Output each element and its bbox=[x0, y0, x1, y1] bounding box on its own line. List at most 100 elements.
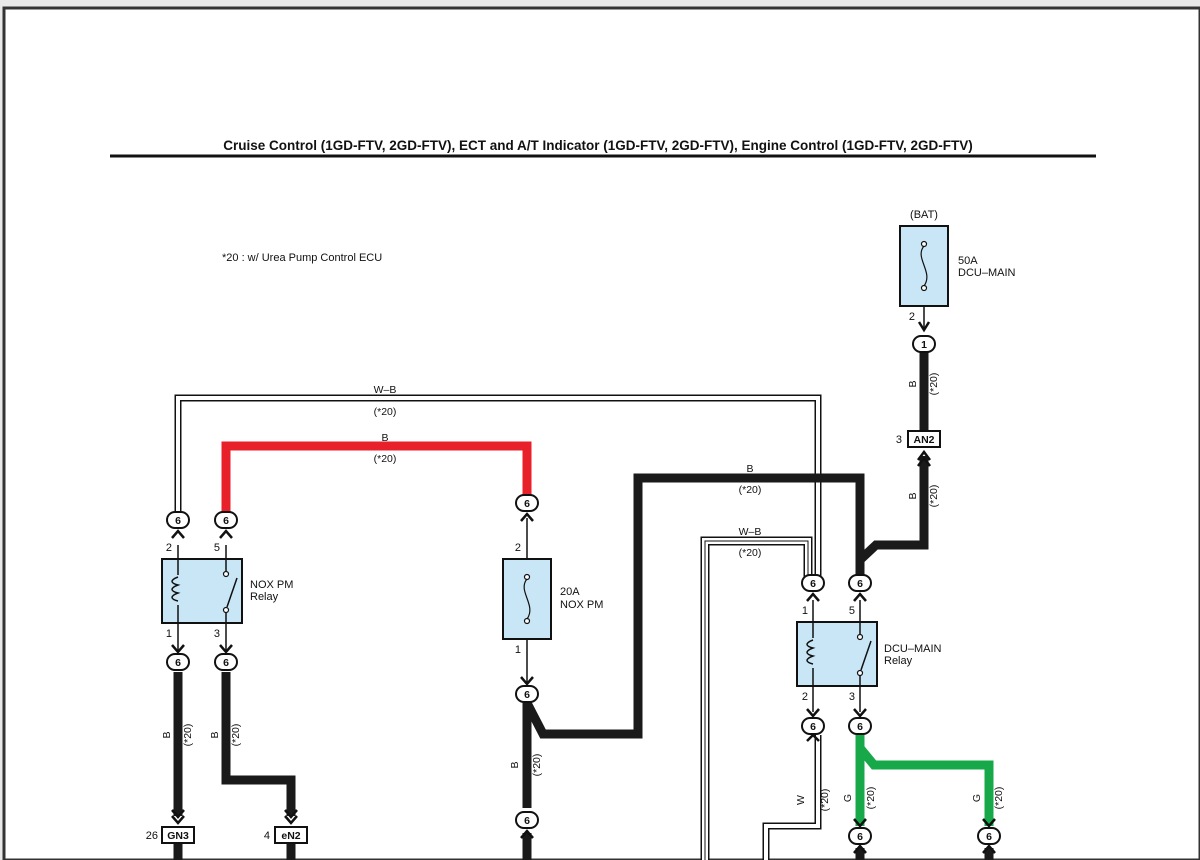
connector-an2-pin: 3 bbox=[896, 434, 902, 446]
relay-nox-pin-1: 1 bbox=[166, 628, 172, 640]
svg-text:6: 6 bbox=[857, 831, 863, 843]
connector-arrows bbox=[171, 512, 996, 854]
connector-6-dcu-relay-3: 6 bbox=[848, 717, 872, 735]
connector-6-nox-relay-5: 6 bbox=[214, 511, 238, 529]
wire-b-an2-option: (*20) bbox=[928, 485, 940, 508]
fuse-nox-pin-1: 1 bbox=[515, 644, 521, 656]
connector-6-nox-lower: 6 bbox=[515, 811, 539, 829]
connector-6-dcu-relay-1: 6 bbox=[801, 574, 825, 592]
relay-dcu-pin-3: 3 bbox=[849, 691, 855, 703]
sheet bbox=[2, 6, 1200, 860]
svg-text:6: 6 bbox=[524, 815, 530, 827]
wire-b-fuse-label: B bbox=[907, 380, 919, 387]
connector-6-green-right: 6 bbox=[977, 827, 1001, 845]
fuse-nox-pm bbox=[502, 518, 552, 684]
wire-b-en2-label: B bbox=[209, 731, 221, 738]
connector-6-dcu-relay-5: 6 bbox=[848, 574, 872, 592]
relay-nox-pin-3: 3 bbox=[214, 628, 220, 640]
wire-b-gn3-label: B bbox=[161, 731, 173, 738]
connector-6-nox-fuse-bottom: 6 bbox=[515, 685, 539, 703]
wire-wb-middle bbox=[700, 536, 813, 860]
fuse-dcu-main-name: DCU–MAIN bbox=[958, 267, 1016, 279]
wire-b-red-option: (*20) bbox=[374, 453, 397, 465]
wire-wb-middle-label: W–B bbox=[739, 526, 762, 538]
svg-text:6: 6 bbox=[810, 721, 816, 733]
wire-b-red-label: B bbox=[381, 432, 388, 444]
wire-wb-top-option: (*20) bbox=[374, 406, 397, 418]
svg-text:6: 6 bbox=[223, 515, 229, 527]
connector-an2: AN2 bbox=[907, 430, 941, 448]
fuse-nox-pm-name: NOX PM bbox=[560, 599, 603, 611]
connector-en2: eN2 bbox=[274, 826, 308, 844]
fuse-nox-pm-rating: 20A bbox=[560, 586, 580, 598]
wire-wb-middle-option: (*20) bbox=[739, 547, 762, 559]
wire-b-nox-to-dcu bbox=[523, 473, 865, 739]
svg-text:6: 6 bbox=[986, 831, 992, 843]
svg-text:eN2: eN2 bbox=[281, 830, 300, 842]
svg-text:6: 6 bbox=[857, 721, 863, 733]
wire-wb-top bbox=[174, 394, 822, 577]
wire-b-an2-label: B bbox=[907, 492, 919, 499]
connector-en2-pin: 4 bbox=[264, 830, 270, 842]
relay-nox-pm bbox=[161, 545, 243, 650]
wire-b-nox-to-dcu-label: B bbox=[746, 463, 753, 475]
connector-6-nox-relay-2: 6 bbox=[166, 511, 190, 529]
wire-wb-top-label: W–B bbox=[374, 384, 397, 396]
wire-b-gn3-option: (*20) bbox=[182, 724, 194, 747]
relay-dcu-pin-1: 1 bbox=[802, 605, 808, 617]
fuse-dcu-main-pin: 2 bbox=[909, 311, 915, 323]
svg-text:6: 6 bbox=[175, 657, 181, 669]
svg-text:AN2: AN2 bbox=[913, 434, 934, 446]
arrow-an2 bbox=[917, 449, 931, 467]
wire-b-to-en2 bbox=[221, 672, 296, 816]
wire-g-left-label: G bbox=[842, 794, 854, 802]
relay-nox-pm-name-2: Relay bbox=[250, 591, 279, 603]
relay-dcu-main-name-2: Relay bbox=[884, 655, 913, 667]
svg-text:GN3: GN3 bbox=[167, 830, 189, 842]
svg-text:6: 6 bbox=[810, 578, 816, 590]
svg-text:6: 6 bbox=[524, 689, 530, 701]
relay-nox-pin-2: 2 bbox=[166, 542, 172, 554]
fuse-dcu-main-rating: 50A bbox=[958, 255, 978, 267]
relay-dcu-pin-5: 5 bbox=[849, 605, 855, 617]
connector-6-green-left: 6 bbox=[848, 827, 872, 845]
wire-w-option: (*20) bbox=[819, 789, 831, 812]
connector-6-nox-relay-1: 6 bbox=[166, 653, 190, 671]
wire-g-right bbox=[856, 745, 994, 826]
wire-b-en2-option: (*20) bbox=[230, 724, 242, 747]
svg-text:6: 6 bbox=[524, 498, 530, 510]
arrow-dcu-fuse bbox=[917, 321, 931, 333]
wire-g-right-option: (*20) bbox=[993, 787, 1005, 810]
svg-text:6: 6 bbox=[857, 578, 863, 590]
fuse-dcu-main bbox=[899, 225, 949, 307]
connector-6-dcu-relay-2: 6 bbox=[801, 717, 825, 735]
relay-nox-pin-5: 5 bbox=[214, 542, 220, 554]
relay-nox-pm-name: NOX PM bbox=[250, 579, 293, 591]
wire-b-nox-down-label: B bbox=[509, 761, 521, 768]
connector-6-nox-fuse-top: 6 bbox=[515, 494, 539, 512]
wire-g-left-option: (*20) bbox=[865, 787, 877, 810]
wire-w-label: W bbox=[795, 795, 807, 805]
wire-b-fuse-option: (*20) bbox=[928, 373, 940, 396]
svg-text:6: 6 bbox=[223, 657, 229, 669]
wire-b-nox-to-dcu-option: (*20) bbox=[739, 484, 762, 496]
svg-text:6: 6 bbox=[175, 515, 181, 527]
wire-w bbox=[762, 735, 822, 860]
diagram-title: Cruise Control (1GD-FTV, 2GD-FTV), ECT a… bbox=[223, 138, 973, 153]
connector-gn3: GN3 bbox=[161, 826, 195, 844]
svg-text:1: 1 bbox=[921, 339, 927, 351]
wire-b-red bbox=[221, 441, 532, 512]
connector-6-nox-relay-3: 6 bbox=[214, 653, 238, 671]
power-source-label: (BAT) bbox=[910, 209, 938, 221]
connector-gn3-pin: 26 bbox=[146, 830, 158, 842]
relay-dcu-main-name: DCU–MAIN bbox=[884, 643, 942, 655]
relay-dcu-pin-2: 2 bbox=[802, 691, 808, 703]
relay-dcu-main bbox=[796, 600, 878, 712]
wire-g-right-label: G bbox=[971, 794, 983, 802]
wire-b-nox-down-option: (*20) bbox=[531, 754, 543, 777]
fuse-nox-pin-2: 2 bbox=[515, 542, 521, 554]
connector-1: 1 bbox=[912, 335, 936, 353]
footnote: *20 : w/ Urea Pump Control ECU bbox=[222, 252, 382, 264]
